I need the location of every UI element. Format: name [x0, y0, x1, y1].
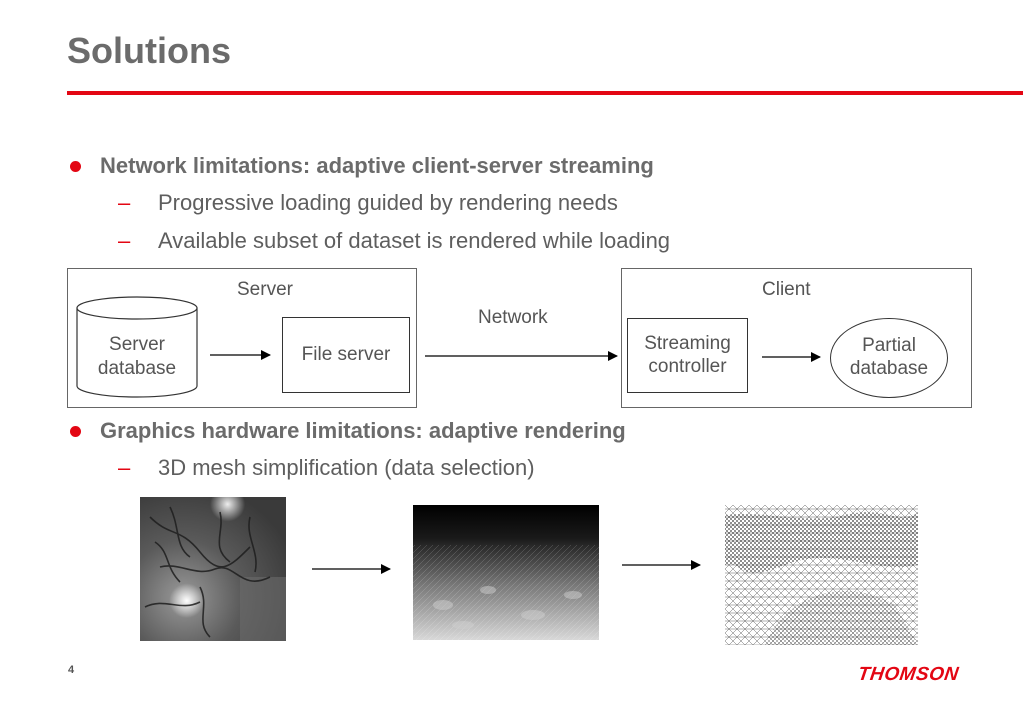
thomson-logo: THOMSON	[856, 664, 961, 685]
bullet-dot-icon	[70, 425, 81, 437]
bullet-graphics: Graphics hardware limitations: adaptive …	[70, 418, 626, 444]
server-label: Server	[237, 279, 293, 300]
sub-item-mesh: – 3D mesh simplification (data selection…	[118, 455, 535, 481]
sub-item-text: Available subset of dataset is rendered …	[158, 228, 671, 253]
sub-item-progressive: – Progressive loading guided by renderin…	[118, 190, 618, 216]
partial-line2: database	[849, 358, 929, 379]
wireframe-mesh-graphic	[725, 505, 918, 645]
page-number: 4	[68, 664, 75, 676]
server-database-icon	[76, 296, 198, 398]
partial-database-ellipse: Partial database	[830, 318, 948, 398]
wireframe-mesh-image	[725, 505, 918, 645]
title-rule	[67, 91, 1023, 95]
sub-item-text: Progressive loading guided by rendering …	[158, 190, 618, 215]
slide-title: Solutions	[67, 30, 231, 71]
bullet-dot-icon	[70, 160, 81, 172]
bullet-network-text: Network limitations: adaptive client-ser…	[100, 153, 654, 178]
terrain-mesh-graphic	[413, 505, 599, 640]
sub-item-text: 3D mesh simplification (data selection)	[158, 455, 535, 480]
bullet-network: Network limitations: adaptive client-ser…	[70, 153, 654, 179]
sub-item-subset: – Available subset of dataset is rendere…	[118, 228, 670, 254]
terrain-mesh-image	[413, 505, 599, 640]
dash-icon: –	[118, 190, 131, 215]
file-server-label: File server	[301, 343, 391, 365]
dash-icon: –	[118, 455, 131, 480]
network-label: Network	[478, 307, 548, 328]
file-server-box: File server	[282, 317, 410, 393]
partial-line1: Partial	[862, 335, 916, 357]
server-database-label: Server database	[77, 333, 197, 381]
streaming-line2: controller	[648, 355, 727, 377]
bullet-graphics-text: Graphics hardware limitations: adaptive …	[100, 418, 626, 443]
streaming-line1: Streaming	[644, 332, 731, 354]
heightmap-image	[140, 497, 286, 641]
streaming-controller-box: Streaming controller	[627, 318, 748, 393]
dash-icon: –	[118, 228, 131, 253]
server-database-line2: database	[97, 357, 177, 379]
client-label: Client	[762, 279, 811, 300]
heightmap-graphic	[140, 497, 286, 641]
server-database-line1: Server	[109, 334, 165, 355]
